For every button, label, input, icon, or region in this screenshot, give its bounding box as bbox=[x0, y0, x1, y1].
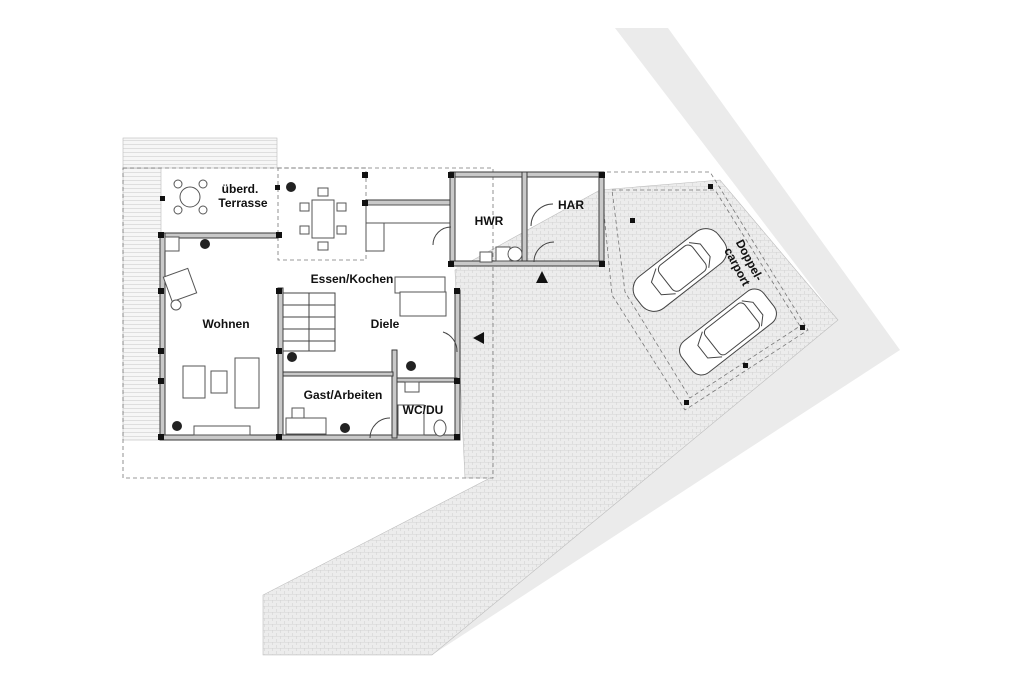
living-furniture bbox=[162, 236, 260, 436]
room-label-hall: Diele bbox=[371, 317, 400, 331]
room-label-wc-shower: WC/DU bbox=[403, 403, 444, 417]
entrance-arrow-icon bbox=[473, 332, 484, 344]
room-label-terrace: überd. bbox=[222, 182, 259, 196]
dining-table bbox=[299, 187, 347, 251]
room-label-dining-kitchen: Essen/Kochen bbox=[311, 272, 394, 286]
ground-strip bbox=[370, 28, 900, 655]
carport-outline bbox=[599, 171, 809, 411]
room-label-terrace: Terrasse bbox=[218, 196, 267, 210]
structural-posts bbox=[158, 172, 805, 440]
entrance-arrow-icon bbox=[536, 271, 548, 283]
carport-outline-inner bbox=[611, 189, 801, 399]
entrance-paving bbox=[455, 262, 600, 295]
room-label-utility: HWR bbox=[475, 214, 504, 228]
bath-fixtures bbox=[397, 381, 447, 437]
terrace-side-decking bbox=[122, 167, 162, 441]
room-label-guest-office: Gast/Arbeiten bbox=[304, 388, 383, 402]
room-label-living: Wohnen bbox=[202, 317, 249, 331]
terrace-decking bbox=[122, 137, 278, 169]
door-swings bbox=[369, 203, 555, 439]
plant-icon bbox=[172, 182, 416, 433]
car-icon bbox=[632, 228, 728, 312]
car-icon bbox=[679, 288, 777, 376]
office-furniture bbox=[285, 407, 327, 435]
utility-fixtures bbox=[479, 246, 523, 263]
room-label-storage: HAR bbox=[558, 198, 584, 212]
terrace-table bbox=[173, 179, 208, 215]
